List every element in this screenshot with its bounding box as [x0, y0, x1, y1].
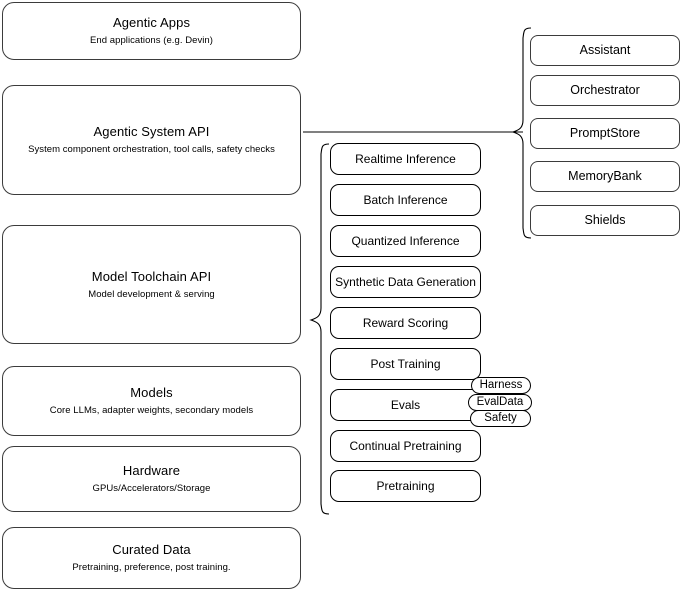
toolchain-item-realtime-inference[interactable]: Realtime Inference [330, 143, 481, 175]
eval-tag-harness[interactable]: Harness [471, 377, 531, 394]
toolchain-item-label: Realtime Inference [355, 152, 456, 166]
system-component-orchestrator[interactable]: Orchestrator [530, 75, 680, 106]
layer-title: Agentic Apps [112, 15, 191, 30]
layer-title: Curated Data [112, 542, 191, 557]
system-component-label: PromptStore [569, 126, 641, 140]
layer-title: Hardware [122, 463, 181, 478]
layer-subtitle: Core LLMs, adapter weights, secondary mo… [49, 405, 254, 416]
system-component-memorybank[interactable]: MemoryBank [530, 161, 680, 192]
eval-tag-label: Safety [484, 412, 517, 424]
layer-subtitle: GPUs/Accelerators/Storage [92, 483, 211, 494]
eval-tag-safety[interactable]: Safety [470, 410, 531, 427]
eval-tag-label: EvalData [476, 396, 524, 408]
toolchain-item-batch-inference[interactable]: Batch Inference [330, 184, 481, 216]
brace-system-components [511, 27, 532, 239]
toolchain-item-continual-pretraining[interactable]: Continual Pretraining [330, 430, 481, 462]
layer-subtitle: Model development & serving [88, 288, 215, 300]
system-component-assistant[interactable]: Assistant [530, 35, 680, 66]
layer-subtitle: End applications (e.g. Devin) [90, 35, 213, 46]
eval-tag-evaldata[interactable]: EvalData [468, 394, 532, 411]
layer-title: Model Toolchain API [91, 268, 212, 284]
brace-toolchain-components [309, 143, 330, 515]
layer-subtitle: System component orchestration, tool cal… [28, 144, 275, 155]
toolchain-item-pretraining[interactable]: Pretraining [330, 470, 481, 502]
toolchain-item-label: Reward Scoring [362, 316, 449, 330]
toolchain-item-label: Continual Pretraining [349, 439, 462, 453]
layer-box-curated-data[interactable]: Curated Data Pretraining, preference, po… [2, 527, 301, 589]
toolchain-item-label: Quantized Inference [351, 234, 460, 248]
system-component-label: Orchestrator [570, 83, 640, 97]
toolchain-item-evals[interactable]: Evals [330, 389, 481, 421]
toolchain-item-label: Post Training [370, 357, 441, 371]
layer-subtitle: Pretraining, preference, post training. [72, 562, 231, 573]
layer-title: Models [130, 385, 173, 400]
toolchain-item-label: Evals [390, 398, 421, 412]
toolchain-item-reward-scoring[interactable]: Reward Scoring [330, 307, 481, 339]
system-component-label: MemoryBank [568, 169, 642, 183]
layer-box-hardware[interactable]: Hardware GPUs/Accelerators/Storage [2, 446, 301, 512]
system-component-shields[interactable]: Shields [530, 205, 680, 236]
system-component-label: Shields [584, 213, 626, 227]
system-component-label: Assistant [579, 43, 631, 57]
layer-box-model-toolchain-api[interactable]: Model Toolchain API Model development & … [2, 225, 301, 344]
eval-tag-label: Harness [479, 379, 523, 391]
toolchain-item-label: Synthetic Data Generation [335, 275, 476, 289]
layer-box-agentic-apps[interactable]: Agentic Apps End applications (e.g. Devi… [2, 2, 301, 60]
toolchain-item-post-training[interactable]: Post Training [330, 348, 481, 380]
toolchain-item-label: Pretraining [376, 479, 435, 493]
system-component-promptstore[interactable]: PromptStore [530, 118, 680, 149]
layer-box-agentic-system-api[interactable]: Agentic System API System component orch… [2, 85, 301, 195]
layer-box-models[interactable]: Models Core LLMs, adapter weights, secon… [2, 366, 301, 436]
toolchain-item-label: Batch Inference [363, 193, 448, 207]
layer-title: Agentic System API [93, 124, 210, 139]
toolchain-item-synthetic-data-generation[interactable]: Synthetic Data Generation [330, 266, 481, 298]
toolchain-item-quantized-inference[interactable]: Quantized Inference [330, 225, 481, 257]
